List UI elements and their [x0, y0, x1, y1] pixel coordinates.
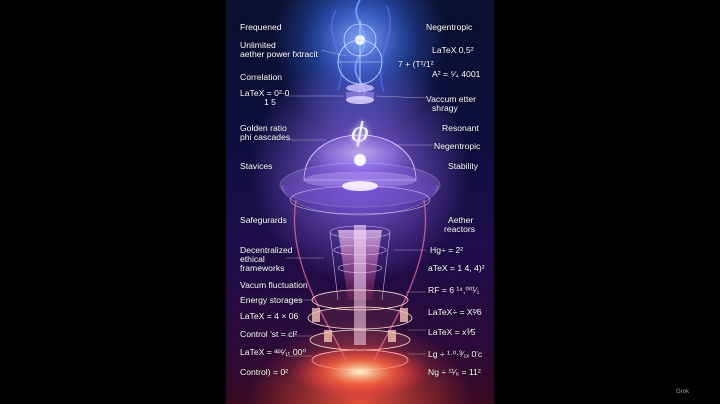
label-energy-storages: Energy storages: [240, 295, 303, 305]
label-latex-3: LaTeX = ᵃᵖᶜ⁄₁ₜ 00⁰: [240, 347, 306, 357]
label-safegurards: Safegurards: [240, 215, 287, 225]
label-vaccum-etter: Vaccum etter: [426, 94, 476, 104]
label-aether: Aether: [448, 215, 474, 225]
label-ng: Ng ÷ ¹¹⁄₆ = 11²: [428, 367, 481, 377]
label-lg: Lg ÷ ¹·⁰·³⁄₁ₓ 0'c: [428, 349, 483, 359]
label-correlation: Correlation: [240, 72, 283, 82]
label-formula-t: 7 + (T²/1²: [398, 59, 434, 69]
label-rf: RF = 6 ¹⁴,⁰⁰¹⁄₁: [428, 285, 480, 295]
label-formula-a: A² = ⁵⁄₄ 4001: [432, 69, 481, 79]
label-latex-r3: LaTeX = x³⁄5: [428, 327, 476, 337]
left-letterbox: [0, 0, 226, 404]
label-ethical: ethical: [240, 254, 265, 264]
label-latex-1-sub: 1 5: [264, 97, 276, 107]
label-stability: Stability: [448, 161, 479, 171]
label-reactors: reactors: [444, 224, 476, 234]
label-stavices: Stavices: [240, 161, 273, 171]
label-frameworks: frameworks: [240, 263, 285, 273]
label-decentralized: Decentralized: [240, 245, 293, 255]
label-negentropic-1: Negentropic: [426, 22, 473, 32]
label-latex-1: LaTeX = 0²·0: [240, 88, 290, 98]
label-shragy: shragy: [432, 103, 458, 113]
right-letterbox: [494, 0, 720, 404]
label-aether-power: aether power fxtracit: [240, 49, 318, 59]
label-atex: aTeX = 1 4, 4)²: [428, 263, 485, 273]
label-frequened: Frequened: [240, 22, 282, 32]
label-latex-r2: LaTeX÷ = X²⁄6: [428, 307, 482, 317]
label-latex-r1: LaTeX 0,5²: [432, 45, 474, 55]
label-unlimited: Unlimited: [240, 40, 276, 50]
label-golden-ratio: Golden ratio: [240, 123, 287, 133]
label-vacum-fluctuation: Vacum fluctuation: [240, 280, 308, 290]
label-negentropic-2: Negentropic: [434, 141, 481, 151]
reactor-illustration: [279, 0, 441, 400]
label-phi-cascades: phi cascades: [240, 132, 291, 142]
label-hg: Hg÷ = 2²: [430, 245, 464, 255]
label-resonant: Resonant: [442, 123, 479, 133]
label-control-1: Control 'st = cl²: [240, 329, 298, 339]
grok-watermark: Grok: [676, 389, 690, 395]
label-control-2: Control) = 0²: [240, 367, 288, 377]
phi-symbol: ϕ: [351, 118, 369, 148]
label-latex-2: LaTeX = 4 × 06: [240, 311, 299, 321]
illustration-panel: ϕ Frequened Unlimited aether power fxtra…: [226, 0, 494, 404]
